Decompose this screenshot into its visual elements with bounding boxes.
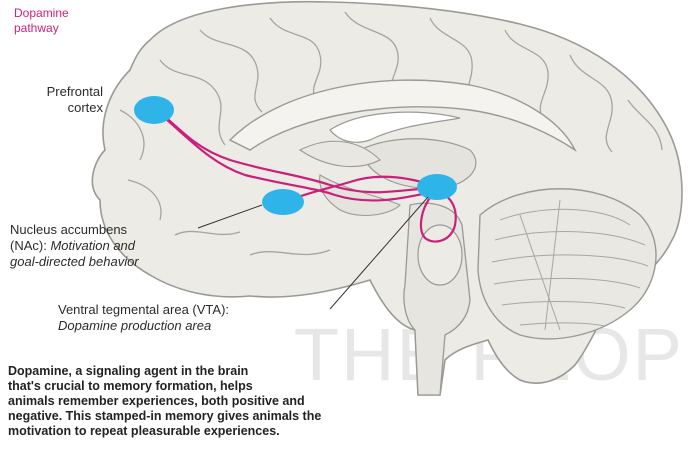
nac-label-function-1: Motivation and [50,238,135,253]
pons [418,225,462,285]
prefrontal-label-line-2: cortex [13,100,103,116]
nac-label-function-2: goal-directed behavior [10,254,230,270]
prefrontal-label-line-1: Prefrontal [13,84,103,100]
prefrontal-cortex-region [134,96,174,124]
caption-line-2: that's crucial to memory formation, help… [8,379,448,394]
nac-label-line-1: Nucleus accumbens [10,222,230,238]
nac-label-abbrev: (NAc): [10,238,50,253]
vta-region [417,174,457,200]
legend-line-2: pathway [14,21,104,36]
caption-line-3: animals remember experiences, both posit… [8,394,448,409]
cerebellum [478,189,656,339]
nucleus-accumbens-label: Nucleus accumbens (NAc): Motivation and … [10,222,230,270]
pathway-legend: Dopamine pathway [14,6,104,36]
nac-label-line-2: (NAc): Motivation and [10,238,230,254]
legend-line-1: Dopamine [14,6,104,21]
caption-line-5: motivation to repeat pleasurable experie… [8,424,448,439]
vta-label-line-1: Ventral tegmental area (VTA): [58,302,328,318]
vta-label: Ventral tegmental area (VTA): Dopamine p… [58,302,328,334]
caption-line-1: Dopamine, a signaling agent in the brain [8,364,448,379]
vta-label-line-2: Dopamine production area [58,318,328,334]
caption-line-4: negative. This stamped-in memory gives a… [8,409,448,424]
prefrontal-cortex-label: Prefrontal cortex [13,84,103,116]
description-caption: Dopamine, a signaling agent in the brain… [8,364,448,439]
nucleus-accumbens-region [262,189,304,215]
